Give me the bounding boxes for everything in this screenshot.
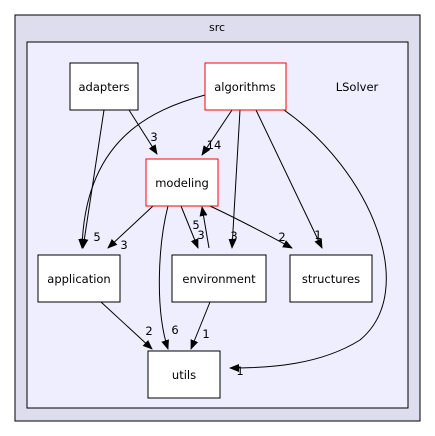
edge-modeling-utils[interactable] bbox=[158, 205, 169, 350]
edge-label-modeling-utils: 6 bbox=[171, 323, 178, 337]
edge-algorithms-environment[interactable] bbox=[228, 109, 241, 249]
edge-label-environment-utils: 1 bbox=[202, 327, 209, 341]
node-utils[interactable]: utils bbox=[147, 350, 221, 399]
edge-adapters-application[interactable] bbox=[80, 109, 105, 249]
node-adapters-label: adapters bbox=[79, 80, 130, 94]
node-structures[interactable]: structures bbox=[289, 254, 373, 303]
edge-label-algorithms-environment: 3 bbox=[230, 229, 237, 243]
edge-label-modeling-environment: 3 bbox=[197, 228, 204, 242]
node-adapters[interactable]: adapters bbox=[69, 62, 139, 111]
edge-application-utils[interactable] bbox=[100, 301, 153, 350]
edge-modeling-structures[interactable] bbox=[209, 205, 293, 249]
node-modeling-label: modeling bbox=[155, 176, 209, 190]
edge-algorithms-modeling[interactable] bbox=[201, 109, 233, 156]
edge-label-environment-modeling: 5 bbox=[192, 218, 199, 232]
edge-modeling-environment[interactable] bbox=[180, 205, 199, 249]
node-utils-label: utils bbox=[172, 368, 196, 382]
edge-adapters-modeling[interactable] bbox=[128, 109, 158, 155]
node-modeling[interactable]: modeling bbox=[145, 158, 219, 207]
edge-algorithms-utils[interactable] bbox=[229, 109, 387, 372]
edge-label-algorithms-application: 5 bbox=[93, 230, 100, 244]
node-algorithms[interactable]: algorithms bbox=[204, 62, 287, 111]
node-structures-label: structures bbox=[302, 272, 360, 286]
node-application[interactable]: application bbox=[37, 254, 121, 303]
edge-label-application-utils: 2 bbox=[145, 324, 152, 338]
outer-cluster-label: src bbox=[209, 21, 225, 34]
node-algorithms-label: algorithms bbox=[214, 80, 276, 94]
edge-algorithms-structures[interactable] bbox=[255, 109, 323, 249]
node-environment-label: environment bbox=[182, 272, 256, 286]
edge-label-algorithms-structures: 1 bbox=[314, 228, 321, 242]
node-environment[interactable]: environment bbox=[171, 254, 267, 303]
edge-label-algorithms-utils: 1 bbox=[236, 364, 243, 378]
inner-cluster-label: LSolver bbox=[336, 80, 379, 94]
edge-environment-utils[interactable] bbox=[190, 301, 211, 350]
edge-modeling-application[interactable] bbox=[107, 205, 154, 249]
node-application-label: application bbox=[47, 272, 110, 286]
edge-label-modeling-structures: 2 bbox=[278, 230, 285, 244]
edge-environment-modeling[interactable] bbox=[199, 206, 210, 249]
edge-label-algorithms-modeling: 14 bbox=[207, 138, 222, 152]
edge-label-modeling-application: 3 bbox=[120, 238, 127, 252]
edge-label-adapters-modeling: 3 bbox=[150, 130, 157, 144]
edge-algorithms-application[interactable] bbox=[78, 94, 206, 249]
